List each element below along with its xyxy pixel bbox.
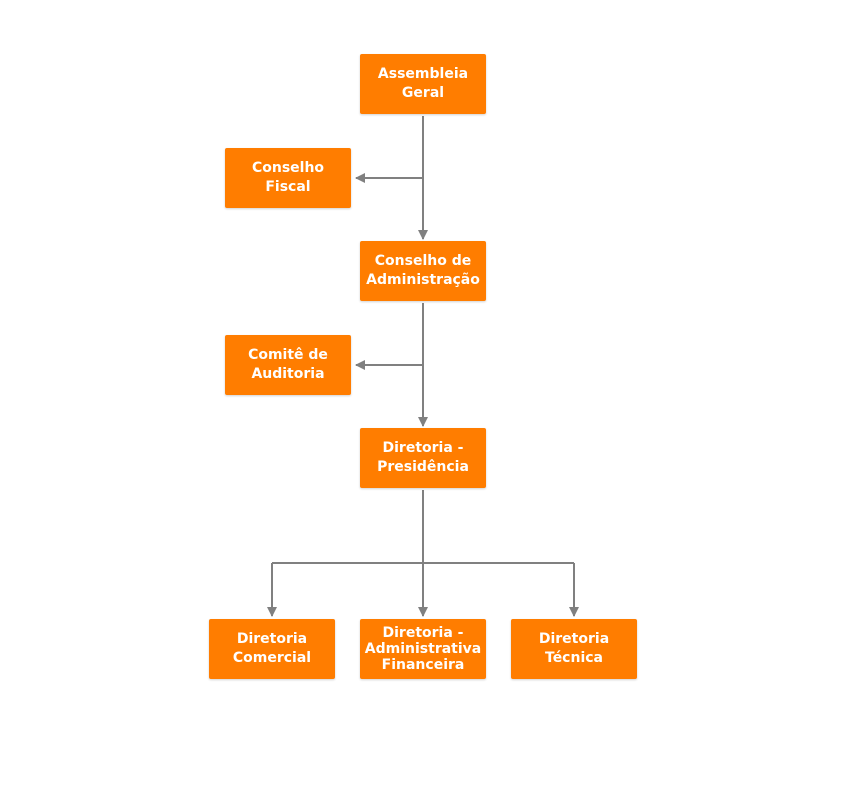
node-conselho-fiscal: Conselho Fiscal <box>225 148 351 208</box>
node-diretoria-comercial: Diretoria Comercial <box>209 619 335 679</box>
node-diretoria-presidencia: Diretoria - Presidência <box>360 428 486 488</box>
node-assembleia-geral: Assembleia Geral <box>360 54 486 114</box>
node-diretoria-administrativa-financeira: Diretoria - Administrativa Financeira <box>360 619 486 679</box>
node-diretoria-tecnica: Diretoria Técnica <box>511 619 637 679</box>
node-comite-auditoria: Comitê de Auditoria <box>225 335 351 395</box>
node-conselho-administracao: Conselho de Administração <box>360 241 486 301</box>
